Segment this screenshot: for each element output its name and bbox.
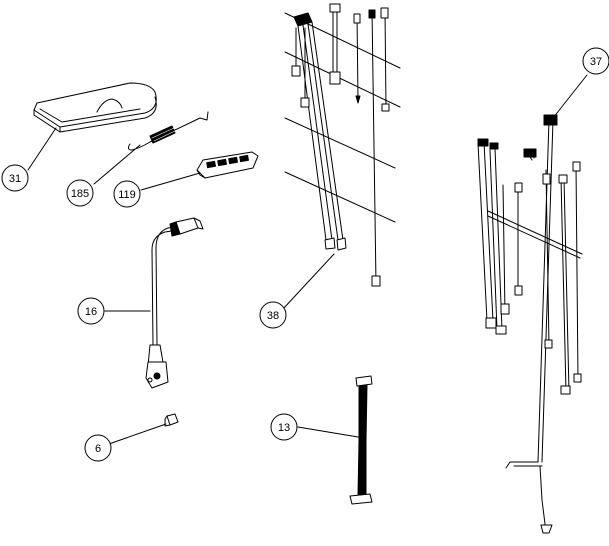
- callout-label-6: 6: [95, 443, 101, 455]
- callout-label-31: 31: [9, 173, 21, 185]
- part-16-power-cord: [145, 217, 204, 389]
- callout-label-13: 13: [278, 422, 290, 434]
- part-185-spring-cable: [127, 111, 209, 151]
- callout-label-16: 16: [85, 306, 97, 318]
- part-119-remote: [196, 151, 259, 179]
- callout-label-185: 185: [71, 188, 89, 200]
- part-6-clip: [164, 413, 179, 427]
- callout-label-37: 37: [590, 56, 602, 68]
- part-31-cushion: [33, 82, 157, 133]
- callout-label-38: 38: [267, 310, 279, 322]
- part-13-strip: [349, 375, 373, 505]
- callout-label-119: 119: [118, 189, 136, 201]
- part-38-harness: [284, 3, 401, 287]
- callout-circle-119: [113, 180, 141, 208]
- callout-circle-13: [270, 413, 298, 441]
- callout-circle-185: [66, 179, 94, 207]
- callout-circle-6: [84, 434, 112, 462]
- part-37-harness: [477, 114, 583, 534]
- callout-circle-31: [1, 164, 29, 192]
- leader-lines: [27, 74, 588, 446]
- callout-circle-38: [259, 301, 287, 329]
- callout-circle-16: [77, 297, 105, 325]
- callout-circle-37: [582, 47, 609, 75]
